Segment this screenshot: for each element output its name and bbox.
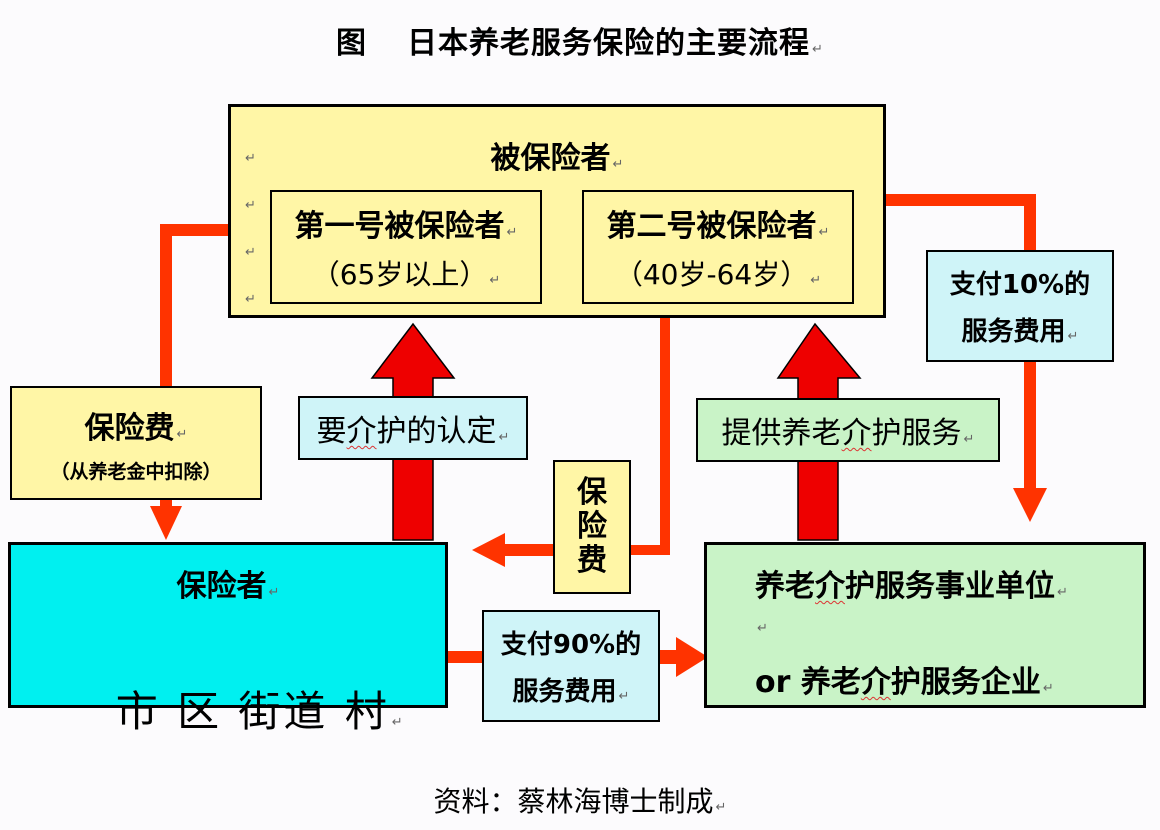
arrowhead-to-provider-left (676, 637, 708, 677)
text-part: 养老 (755, 569, 815, 604)
return-mark: ↵ (498, 430, 510, 445)
diagram-title: 图 日本养老服务保险的主要流程↵ (0, 18, 1160, 62)
premium-left-title-text: 保险费 (84, 410, 175, 446)
pay-10-line2: 服务费用↵ (962, 311, 1079, 348)
insurer-entities: 市 区 街道 村↵ (11, 629, 445, 788)
provide-service-label: 提供养老介护服务↵ (696, 398, 1000, 462)
group2-age-text: （40岁-64岁） (614, 258, 809, 291)
return-mark: ↵ (810, 273, 822, 288)
text-part: 提供养老 (721, 416, 842, 451)
text-part: 护的认定 (376, 414, 497, 449)
arrowhead-to-provider-top (1013, 488, 1047, 522)
title-text: 日本养老服务保险的主要流程 (407, 26, 811, 61)
group1-age-text: （65岁以上） (311, 258, 488, 291)
return-mark: ↵ (489, 273, 501, 288)
provider-line2: or 养老介护服务企业↵ (755, 657, 1054, 701)
group1-age: （65岁以上）↵ (312, 253, 501, 293)
text-part: 养老 (800, 665, 861, 700)
figure-label: 图 (336, 26, 368, 61)
group2-name: 第二号被保险者↵ (607, 201, 830, 245)
group2-name-text: 第二号被保险者 (606, 209, 817, 244)
pay-90-line2: 服务费用↵ (513, 671, 630, 708)
group2-age: （40岁-64岁）↵ (615, 253, 821, 293)
insured-group1-box: 第一号被保险者↵ （65岁以上）↵ (270, 190, 542, 304)
insured-header: 被保险者↵ (231, 133, 883, 177)
text-part: 护服务企业 (890, 665, 1041, 700)
return-mark: ↵ (245, 151, 256, 166)
or-text: or (755, 665, 791, 700)
return-mark: ↵ (612, 157, 624, 172)
source-caption: 资料：蔡林海博士制成↵ (0, 780, 1160, 820)
spellcheck-underlined-char: 介 (815, 569, 845, 604)
premium-middle-char: 保 (577, 475, 607, 510)
source-text: 资料：蔡林海博士制成 (433, 785, 714, 818)
pay-10-line1: 支付10%的 (949, 270, 1091, 300)
insurer-header: 保险者↵ (11, 561, 445, 605)
return-mark: ↵ (245, 245, 256, 260)
premium-left-note: （从养老金中扣除） (50, 460, 222, 483)
spellcheck-underlined-char: 介 (860, 665, 891, 700)
left-return-marks: ↵ ↵ ↵ ↵ (245, 135, 256, 323)
return-mark: ↵ (506, 225, 518, 240)
insurer-entities-text: 市 区 街道 村 (115, 687, 390, 736)
premium-left-title: 保险费↵ (85, 403, 188, 447)
insured-header-text: 被保险者 (490, 141, 611, 176)
spellcheck-underlined-char: 介 (841, 416, 872, 451)
spellcheck-underlined-char: 介 (346, 414, 377, 449)
pay-90-line2-text: 服务费用 (512, 677, 617, 707)
return-mark: ↵ (757, 621, 768, 636)
group1-name: 第一号被保险者↵ (295, 201, 518, 245)
text-part: 护服务 (871, 416, 962, 451)
return-mark: ↵ (176, 426, 188, 442)
arrowhead-premium-to-insurer (150, 506, 182, 540)
insurer-box: 保险者↵ 市 区 街道 村↵ (8, 542, 448, 736)
pay-90-line1: 支付90%的 (500, 630, 642, 660)
insured-group2-box: 第二号被保险者↵ （40岁-64岁）↵ (582, 190, 854, 304)
provider-box: 养老介护服务事业单位↵ ↵ or 养老介护服务企业↵ (704, 542, 1146, 708)
text-part: 护服务事业单位 (845, 569, 1055, 604)
return-mark: ↵ (1067, 329, 1079, 344)
return-mark: ↵ (268, 585, 280, 600)
return-mark: ↵ (618, 689, 630, 704)
return-mark: ↵ (715, 800, 727, 815)
care-certification-text: 要介护的认定↵ (317, 406, 510, 450)
care-certification-label: 要介护的认定↵ (298, 396, 528, 460)
premium-middle-box: 保 险 费 (553, 460, 631, 594)
return-mark: ↵ (245, 292, 256, 307)
return-mark: ↵ (245, 198, 256, 213)
pay-10-line2-text: 服务费用 (961, 317, 1066, 347)
insurer-header-text: 保险者 (176, 569, 267, 604)
provide-service-text: 提供养老介护服务↵ (722, 408, 975, 452)
premium-middle-char: 费 (577, 543, 607, 578)
connector-group2-to-insurer (628, 302, 670, 555)
group1-name-text: 第一号被保险者 (294, 209, 505, 244)
return-mark: ↵ (1057, 585, 1068, 600)
arrowhead-to-insurer (472, 533, 505, 567)
provider-line1: 养老介护服务事业单位↵ (755, 561, 1068, 605)
return-mark: ↵ (391, 715, 406, 730)
connector-insured-to-pay10 (884, 194, 1036, 252)
return-mark: ↵ (1042, 681, 1054, 696)
text-part: 要 (316, 414, 347, 449)
premium-left-box: 保险费↵ （从养老金中扣除） (10, 386, 262, 500)
premium-middle-text: 保 险 费 (555, 476, 629, 578)
premium-middle-char: 险 (577, 509, 607, 544)
pay-90-percent-box: 支付90%的 服务费用↵ (482, 610, 660, 722)
return-mark: ↵ (963, 432, 975, 447)
return-mark: ↵ (812, 42, 824, 57)
return-mark: ↵ (818, 225, 830, 240)
pay-10-percent-box: 支付10%的 服务费用↵ (926, 250, 1114, 362)
